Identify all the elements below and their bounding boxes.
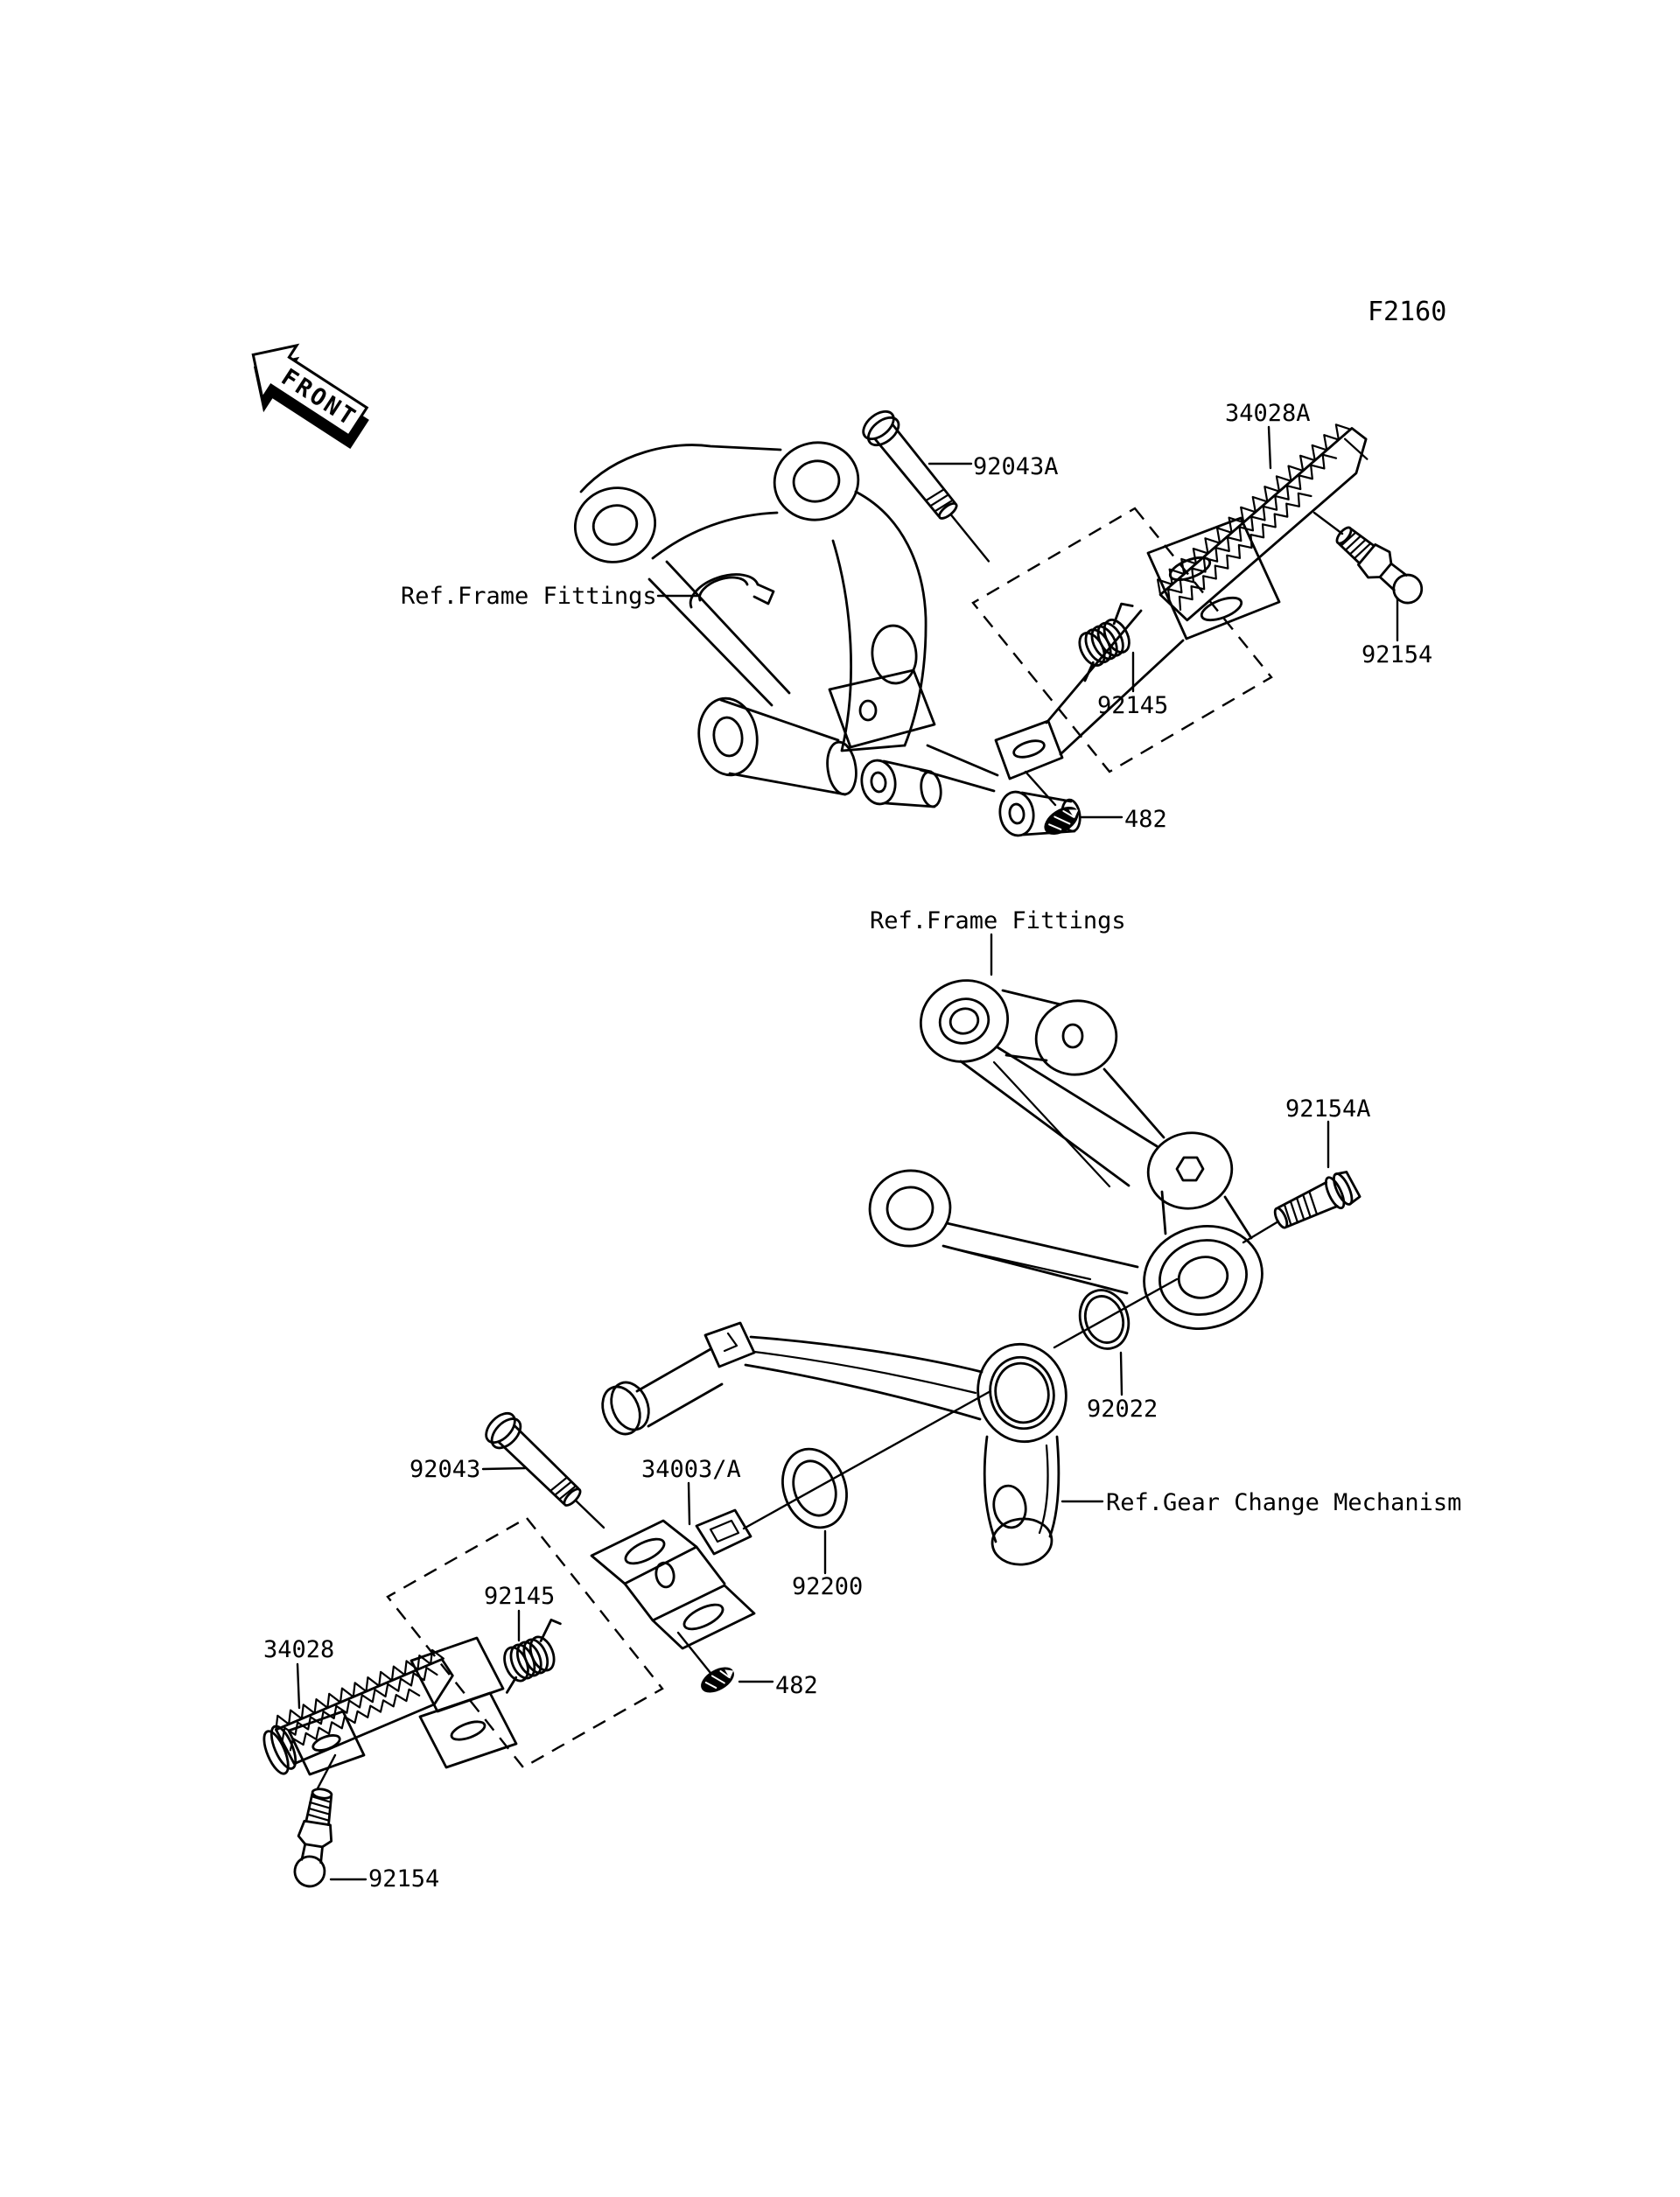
label-holder-34003a: 34003/A <box>641 1456 741 1483</box>
label-bolt-92154-lower: 92154 <box>368 1865 439 1893</box>
upper-assembly: Ref.Frame Fittings 92043A 34028A 92154 9… <box>401 400 1432 837</box>
upper-circlip-482 <box>1044 807 1079 835</box>
upper-footpeg-34028a <box>994 423 1368 780</box>
washer-92200 <box>781 1447 848 1529</box>
lower-pin-92043 <box>485 1411 606 1529</box>
lower-assembly-dashed-box <box>386 1516 664 1769</box>
label-footpeg-34028: 34028 <box>263 1636 334 1663</box>
label-ref-frame-fittings-lower: Ref.Frame Fittings <box>870 907 1126 934</box>
gear-change-lever <box>601 1321 1068 1566</box>
label-oring-92022: 92022 <box>1087 1396 1158 1423</box>
label-washer-92200: 92200 <box>792 1573 863 1600</box>
label-pin-92043a: 92043A <box>973 453 1059 480</box>
leader-92043 <box>481 1466 527 1471</box>
footpeg-holder-34003a <box>590 1508 756 1650</box>
upper-pin-92043a <box>862 409 990 563</box>
front-arrow-face <box>251 343 369 437</box>
label-spring-92145-lower: 92145 <box>484 1583 555 1610</box>
figure-code: F2160 <box>1368 297 1446 327</box>
frame-fitting-hook <box>689 573 775 609</box>
circlip-notch <box>1068 809 1079 819</box>
leader-34028 <box>296 1662 301 1710</box>
leader-34028a <box>1267 425 1272 470</box>
oring-92022 <box>1078 1289 1130 1350</box>
leader-92022 <box>1053 1277 1179 1396</box>
label-circlip-482-upper: 482 <box>1124 806 1167 833</box>
leader-92154-lower <box>316 1753 368 1881</box>
lower-spring-92145 <box>503 1618 562 1694</box>
leader-92200 <box>742 1389 992 1575</box>
upper-footpeg-bolt-92154 <box>1335 526 1424 605</box>
label-circlip-482-lower: 482 <box>775 1672 818 1699</box>
label-pin-92043: 92043 <box>410 1456 480 1483</box>
bracket-bolt-92154a <box>1273 1171 1362 1229</box>
lower-footpeg-34028 <box>262 1636 518 1776</box>
lower-assembly: Ref.Frame Fittings 92154A 92022 Ref.Gear… <box>262 907 1461 1893</box>
upper-assembly-dashed-box <box>971 507 1273 773</box>
lower-frame-bracket <box>868 979 1264 1331</box>
leader-482-lower <box>676 1631 774 1683</box>
upper-frame-bracket <box>573 441 1082 837</box>
upper-bolt-axis-line <box>1312 511 1344 535</box>
label-bolt-92154-upper: 92154 <box>1362 641 1432 668</box>
circlip-notch <box>724 1669 734 1679</box>
leader-34003a <box>687 1481 691 1526</box>
label-ref-frame-fittings-upper: Ref.Frame Fittings <box>401 583 657 610</box>
lower-footpeg-bolt-92154 <box>293 1788 333 1888</box>
label-ref-gear-change-mechanism: Ref.Gear Change Mechanism <box>1106 1489 1461 1516</box>
front-direction-arrow: FRONT <box>251 343 369 450</box>
label-bolt-92154a: 92154A <box>1285 1095 1371 1123</box>
leader-92154a <box>1242 1120 1330 1244</box>
lower-circlip-482 <box>701 1667 734 1693</box>
label-footpeg-34028a: 34028A <box>1225 400 1311 427</box>
leader-482-upper <box>1024 770 1124 819</box>
label-spring-92145-upper: 92145 <box>1097 692 1168 719</box>
